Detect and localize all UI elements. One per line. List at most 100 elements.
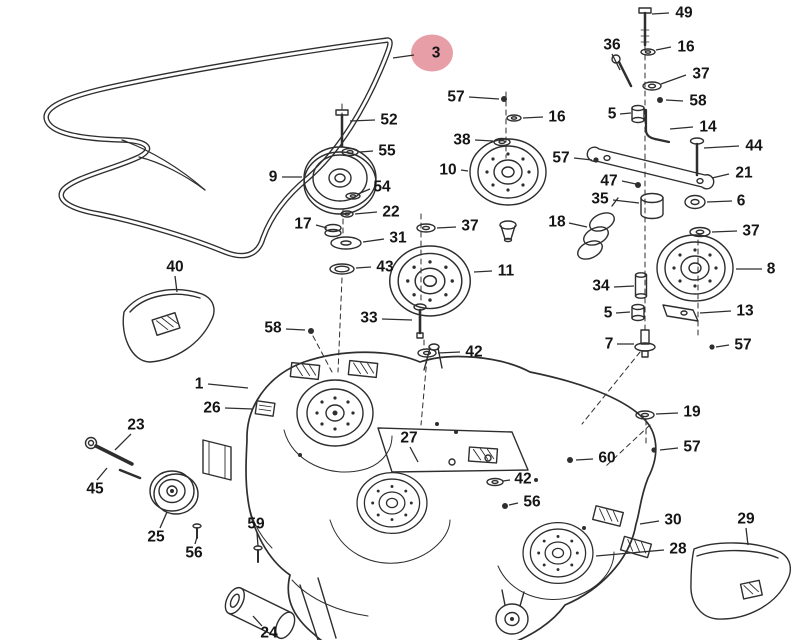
- leader-line: [703, 145, 740, 149]
- callout-label: 5: [604, 305, 613, 322]
- bolt-23-45: [84, 436, 142, 480]
- callout-label: 21: [735, 165, 753, 182]
- leader-line: [613, 285, 635, 288]
- callout-label: 3: [432, 45, 441, 62]
- leader-line: [655, 412, 679, 415]
- roller-24: [224, 586, 296, 640]
- callout-57: 57: [715, 337, 752, 354]
- callout-label: 56: [523, 494, 541, 511]
- callout-5: 5: [604, 305, 631, 322]
- callout-label: 16: [548, 109, 566, 126]
- callout-label: 23: [127, 417, 145, 434]
- leader-line: [502, 479, 511, 482]
- callout-35: 35: [591, 191, 640, 208]
- callout-37: 37: [436, 218, 479, 235]
- leader-line: [655, 46, 672, 51]
- callout-label: 30: [664, 512, 681, 529]
- leader-line: [715, 344, 730, 348]
- callout-3: 3: [392, 34, 453, 72]
- leader-line: [665, 99, 684, 102]
- callout-59: 59: [247, 516, 265, 547]
- callout-label: 31: [389, 230, 407, 247]
- leader-line: [508, 502, 519, 506]
- leader-line: [619, 112, 632, 115]
- callout-42: 42: [437, 344, 483, 361]
- leader-line: [357, 188, 371, 195]
- callout-label: 19: [683, 404, 701, 421]
- leader-line: [315, 224, 328, 229]
- callout-16: 16: [655, 39, 695, 56]
- callout-label: 36: [603, 37, 621, 54]
- callout-37: 37: [660, 66, 710, 85]
- callout-57: 57: [447, 89, 500, 106]
- callout-label: 58: [264, 320, 282, 337]
- leader-line: [573, 157, 593, 161]
- callout-label: 34: [592, 278, 610, 295]
- spindle-pulley-11-stack: [308, 223, 472, 358]
- leader-line: [611, 53, 621, 71]
- callout-label: 54: [373, 179, 391, 196]
- leader-line: [436, 226, 457, 229]
- callout-57: 57: [552, 150, 593, 167]
- callout-60: 60: [575, 450, 616, 467]
- callout-label: 25: [147, 529, 165, 546]
- leader-line: [706, 200, 733, 203]
- callout-label: 43: [376, 259, 394, 276]
- callout-label: 52: [380, 112, 397, 129]
- callout-31: 31: [362, 230, 407, 247]
- highlight-circle: [411, 34, 453, 72]
- callout-label: 13: [736, 303, 754, 320]
- callout-label: 26: [203, 400, 221, 417]
- callout-label: 16: [677, 39, 695, 56]
- callout-27: 27: [400, 430, 419, 463]
- callout-34: 34: [592, 278, 635, 295]
- leader-line: [660, 74, 687, 85]
- leader-line: [711, 173, 730, 179]
- callout-label: 57: [734, 337, 751, 354]
- callout-1: 1: [195, 376, 249, 393]
- belt-art: [43, 37, 393, 259]
- leader-line: [159, 511, 168, 529]
- callout-label: 27: [400, 430, 417, 447]
- leader-line: [174, 275, 178, 293]
- callout-label: 40: [166, 259, 183, 276]
- leader-line: [381, 318, 413, 321]
- callout-28: 28: [595, 541, 687, 558]
- callout-44: 44: [703, 138, 763, 155]
- leader-line: [96, 467, 108, 481]
- callout-label: 59: [247, 516, 265, 533]
- callout-label: 55: [378, 143, 396, 160]
- callout-38: 38: [453, 132, 494, 149]
- leader-line: [669, 126, 694, 130]
- callout-33: 33: [360, 310, 413, 327]
- callout-label: 60: [598, 450, 615, 467]
- callout-14: 14: [669, 119, 717, 136]
- callout-label: 49: [675, 5, 693, 22]
- callout-label: 9: [269, 169, 278, 186]
- leader-line: [355, 266, 372, 269]
- leader-line: [639, 520, 660, 525]
- leader-line: [207, 383, 249, 389]
- leader-line: [349, 119, 376, 122]
- callout-11: 11: [473, 263, 515, 280]
- callout-label: 8: [767, 261, 776, 278]
- leader-line: [362, 238, 385, 243]
- callout-label: 14: [699, 119, 717, 136]
- callout-label: 58: [689, 93, 707, 110]
- callout-5: 5: [608, 106, 632, 123]
- callout-label: 57: [552, 150, 569, 167]
- callout-label: 7: [605, 336, 614, 353]
- leader-line: [359, 150, 374, 153]
- cover-29: [690, 542, 792, 620]
- gauge-wheel-25: [149, 470, 199, 515]
- callout-58: 58: [264, 320, 306, 337]
- callout-6: 6: [706, 193, 746, 210]
- callout-label: 37: [461, 218, 478, 235]
- leader-line: [474, 139, 494, 142]
- callout-9: 9: [269, 169, 302, 186]
- callout-label: 35: [591, 191, 609, 208]
- leader-line: [224, 407, 254, 410]
- callout-36: 36: [603, 37, 621, 71]
